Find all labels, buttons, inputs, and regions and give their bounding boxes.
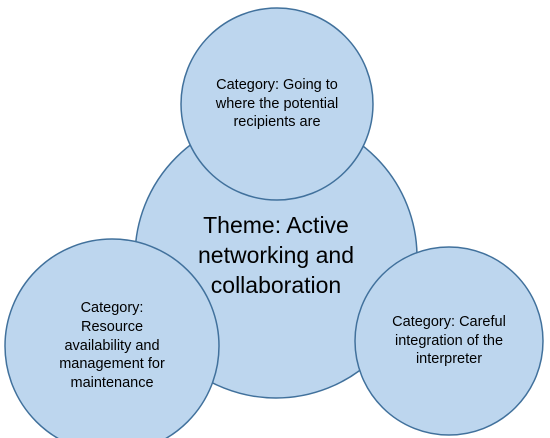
right-category-circle bbox=[354, 246, 544, 436]
left-category-label: Category: Resource availability and mana… bbox=[59, 299, 165, 392]
right-category-label: Category: Careful integration of the int… bbox=[392, 313, 506, 368]
top-category-circle bbox=[180, 7, 374, 201]
left-category-circle bbox=[4, 238, 220, 438]
center-theme-label: Theme: Active networking and collaborati… bbox=[198, 212, 354, 298]
top-category-label: Category: Going to where the potential r… bbox=[215, 76, 339, 131]
